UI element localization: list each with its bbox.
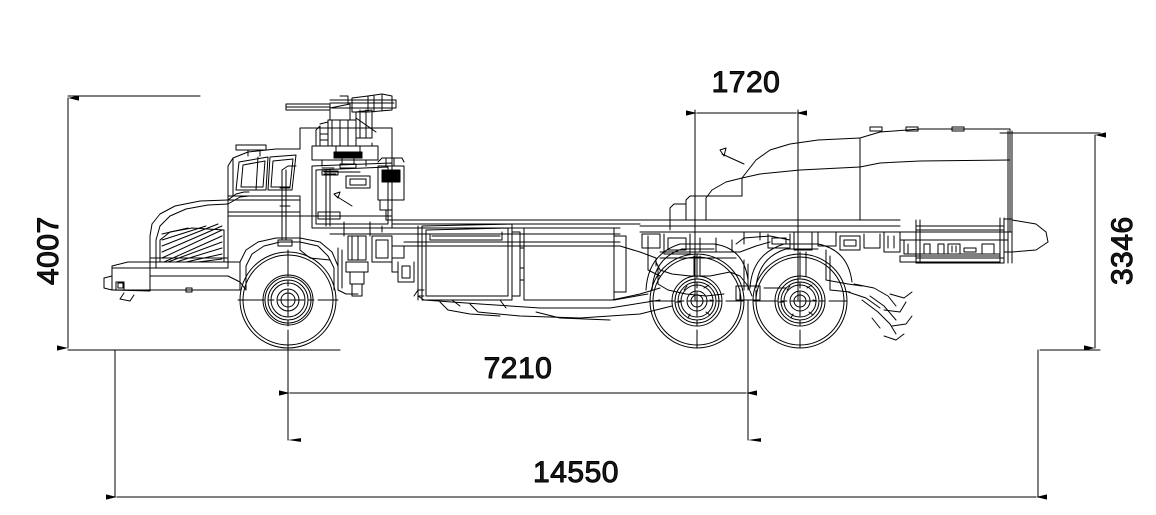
driveline-linkage	[413, 245, 673, 321]
dimension-wheelbase	[279, 299, 761, 442]
cab-handrail	[277, 165, 335, 247]
side-equipment-panel	[377, 157, 405, 211]
rear-deck-cargo-area	[915, 130, 1049, 264]
dimension-label-1720: 1720	[712, 66, 781, 99]
middle-axle-wheel	[649, 253, 745, 349]
vehicle-outline	[103, 93, 1049, 341]
articulation-joint	[337, 221, 415, 297]
under-frame-storage-box-1	[417, 223, 521, 301]
front-fender	[239, 237, 339, 291]
rear-armoured-body	[669, 126, 1011, 233]
dimension-label-7210: 7210	[484, 352, 553, 385]
cab-roof-weapon-mount	[285, 93, 397, 169]
rear-fender-arcs	[645, 243, 853, 291]
cab-windshield	[235, 154, 297, 191]
dimension-overall-height	[57, 95, 341, 351]
dimension-label-3346: 3346	[1106, 216, 1139, 285]
rear-underdeck-frame	[899, 231, 1011, 263]
cab-mirror-arm	[235, 144, 267, 157]
front-bumper	[103, 267, 151, 302]
hood-grille	[159, 223, 225, 263]
dimension-overall-length	[106, 349, 1047, 500]
dimension-axle-spread	[686, 109, 807, 301]
hood-ledge	[149, 257, 247, 293]
rear-suspension	[655, 249, 913, 341]
rear-bogie-frame	[639, 219, 901, 277]
wheel-group	[237, 249, 848, 351]
dimension-rear-height	[999, 132, 1106, 351]
equipment-box-behind-cab	[311, 162, 393, 233]
rear-axle-wheel	[752, 253, 848, 349]
dimension-label-4007: 4007	[32, 216, 65, 285]
front-axle-wheel	[237, 249, 339, 351]
under-frame-storage-box-2	[519, 227, 627, 301]
dimension-label-14550: 14550	[533, 456, 619, 489]
